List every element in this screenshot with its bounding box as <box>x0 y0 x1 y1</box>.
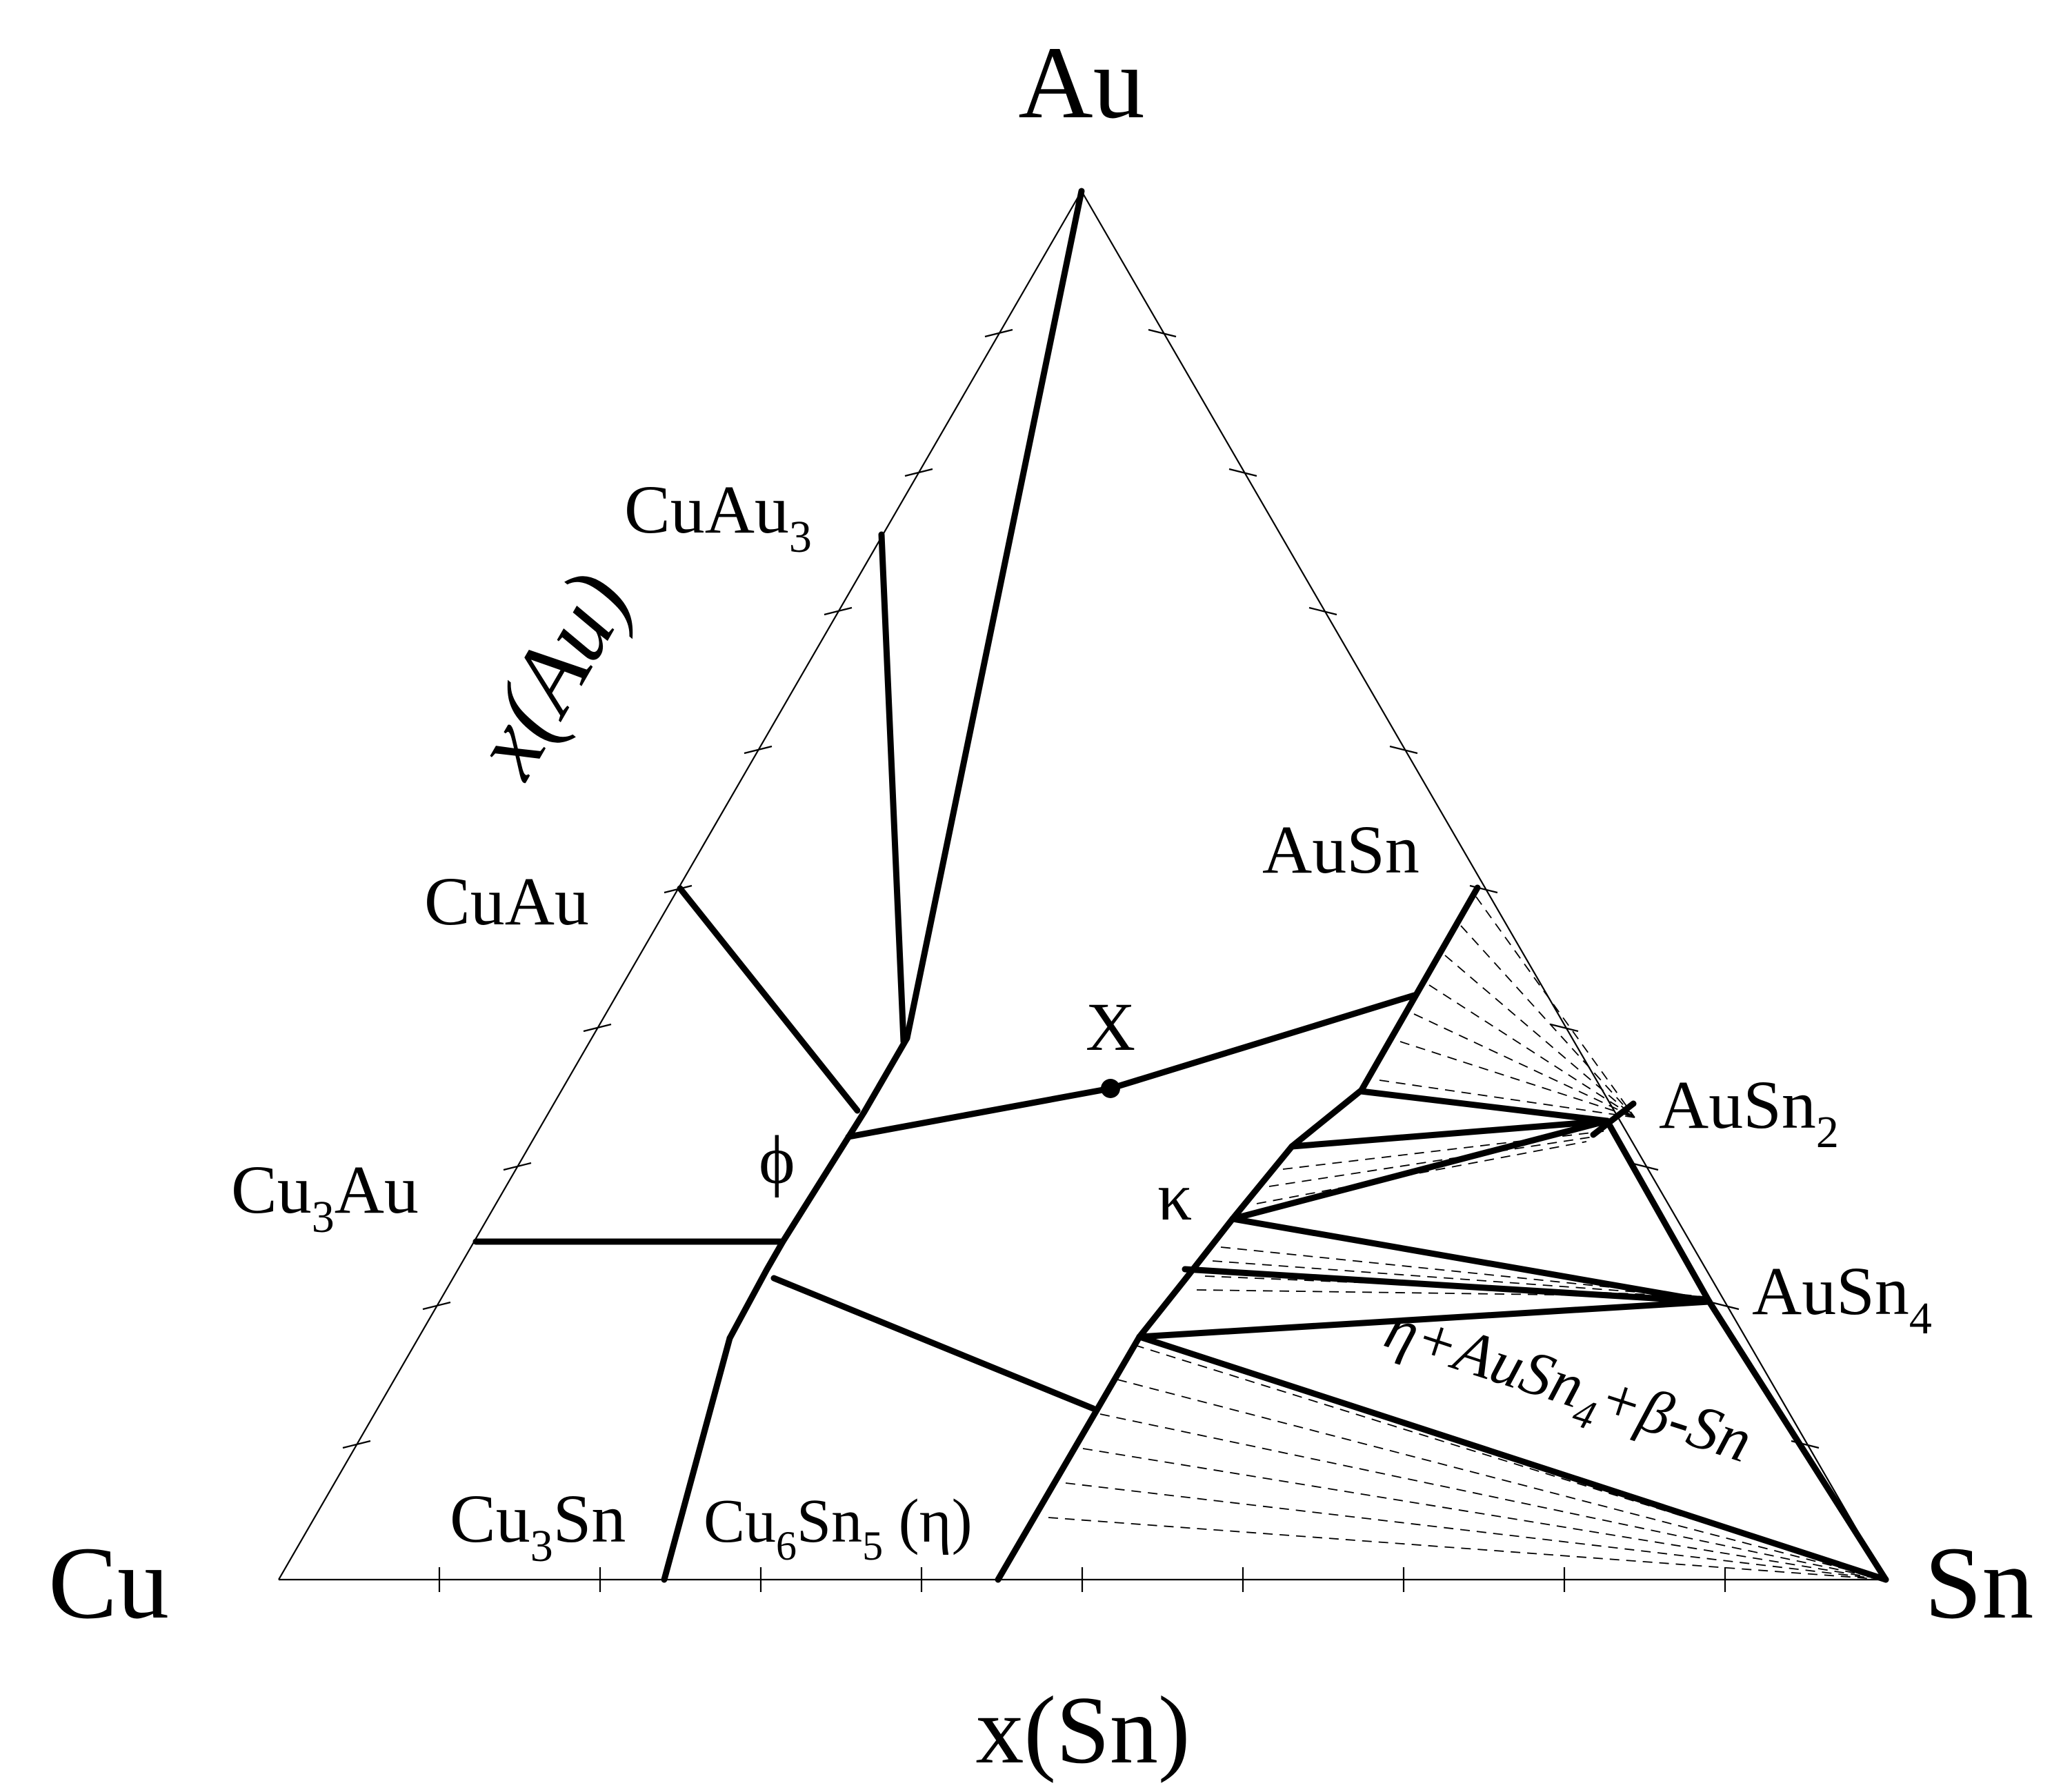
label-cu3au: Cu3Au <box>231 1151 419 1242</box>
label-point-x: X <box>1086 988 1135 1065</box>
tie-line <box>1428 984 1635 1118</box>
label-ausn2: AuSn2 <box>1659 1066 1839 1157</box>
vertex-au-label: Au <box>1018 26 1144 140</box>
boundary-eta <box>995 1333 1143 1583</box>
tie-line <box>1444 955 1635 1118</box>
tick-left <box>984 328 1013 338</box>
phase-boundaries <box>472 188 1889 1583</box>
label-cuau3: CuAu3 <box>624 471 812 562</box>
label-cuau: CuAu <box>424 863 589 939</box>
boundary-ausn-ausn2 <box>1357 1088 1611 1124</box>
boundary-au-phi <box>904 188 1085 1042</box>
tick-left <box>342 1440 371 1449</box>
tick-right <box>1389 745 1418 755</box>
ausn2-mark <box>1590 1100 1637 1138</box>
tie-line <box>1268 1136 1594 1187</box>
boundary-ausn4-sn <box>1706 1298 1889 1583</box>
label-cu6sn5: Cu6Sn5 (η) <box>704 1487 973 1569</box>
tie-line <box>1065 1482 1886 1580</box>
label-ausn: AuSn <box>1262 811 1419 888</box>
edge-cu-au <box>278 190 1082 1580</box>
boundary-cuau <box>677 885 861 1114</box>
boundary-tie-ausn4-2 <box>1182 1266 1713 1305</box>
boundary-tie-ausn4-1 <box>1229 1215 1713 1305</box>
vertex-sn-label: Sn <box>1924 1526 2033 1640</box>
tick-left <box>824 606 853 616</box>
point-x-marker <box>1101 1079 1120 1098</box>
label-cu3sn: Cu3Sn <box>450 1480 626 1571</box>
boundary-tie-ausn2-1 <box>1288 1117 1611 1150</box>
boundary-tie-ausn2-2 <box>1229 1117 1611 1222</box>
label-ausn4: AuSn4 <box>1752 1253 1932 1344</box>
tie-line <box>1117 1379 1886 1580</box>
boundary-ausn <box>1357 884 1481 1095</box>
tie-line <box>1413 1013 1635 1118</box>
axis-au-label: x(Au) <box>451 554 652 794</box>
tie-line <box>1082 1448 1886 1580</box>
tie-line <box>1099 1413 1886 1580</box>
tick-right <box>1228 468 1257 477</box>
boundary-phi-eta <box>770 1275 1097 1412</box>
boundary-eta-sn <box>1136 1333 1889 1583</box>
tie-line <box>1460 925 1635 1118</box>
tick-left <box>422 1301 451 1311</box>
boundary-cu3sn <box>661 1335 733 1583</box>
boundary-tie-ausn4-3 <box>1136 1298 1713 1340</box>
edge-au-sn <box>1081 190 1886 1580</box>
tick-right <box>1308 606 1337 616</box>
vertex-cu-label: Cu <box>48 1526 169 1640</box>
label-region-eta-ausn4-sn: η+AuSn4+β-Sn <box>1374 1293 1760 1487</box>
axis-ticks <box>342 328 1820 1592</box>
tie-line <box>1475 896 1635 1118</box>
tick-left <box>904 468 933 477</box>
tick-right <box>1148 328 1177 338</box>
axis-sn-label: x(Sn) <box>975 1677 1190 1784</box>
tie-lines <box>1048 896 1886 1580</box>
tie-line <box>1048 1517 1886 1580</box>
boundary-ausn2-ausn4 <box>1604 1117 1713 1305</box>
tie-line <box>1399 1041 1635 1118</box>
tick-right <box>1630 1162 1659 1171</box>
boundary-cuau3 <box>878 531 907 1045</box>
tick-right <box>1550 1023 1579 1033</box>
label-phi: ϕ <box>759 1122 795 1198</box>
tick-left <box>583 1023 612 1033</box>
tick-left <box>503 1162 532 1171</box>
tie-line <box>1256 1141 1587 1204</box>
tick-left <box>744 745 773 755</box>
label-kappa: κ <box>1157 1158 1192 1235</box>
tick-right <box>1711 1301 1740 1311</box>
